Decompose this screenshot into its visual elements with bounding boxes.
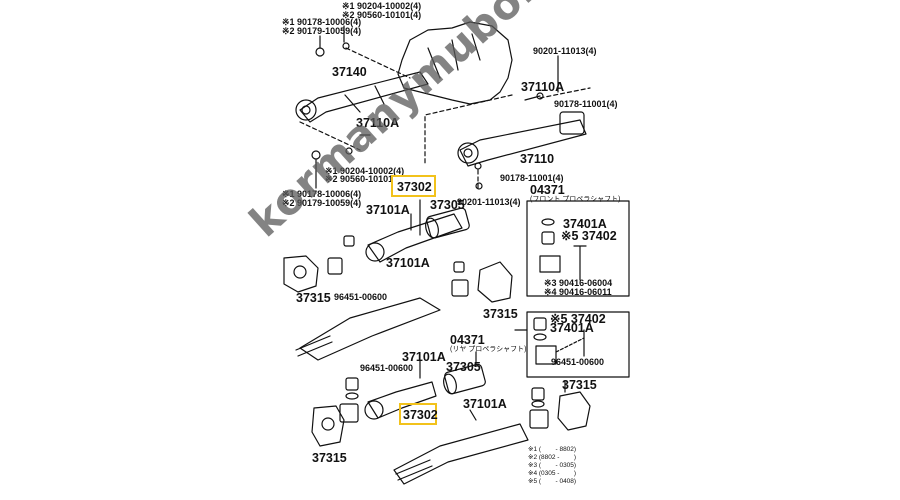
flange-37315-c bbox=[311, 405, 345, 447]
label-90416-06011: ※4 90416-06011 bbox=[544, 287, 612, 297]
label-90179-10059-mid: ※2 90179-10059(4) bbox=[282, 198, 362, 208]
label-37315-c: 37315 bbox=[562, 378, 597, 392]
label-37315-a: 37315 bbox=[296, 291, 331, 305]
label-90204-10002-top: ※1 90204-10002(4) bbox=[342, 1, 422, 11]
label-90178-10006-top: ※1 90178-10006(4) bbox=[282, 17, 362, 27]
label-90204-10002-mid: ※1 90204-10002(4) bbox=[325, 166, 405, 176]
label-37315-d: 37315 bbox=[312, 451, 347, 465]
label-37101A-b: 37101A bbox=[386, 256, 430, 270]
label-37110A-right: 37110A bbox=[521, 80, 565, 94]
label-37101A-d: 37101A bbox=[463, 397, 507, 411]
legend-row: ※4 (0305 - ) bbox=[528, 470, 577, 477]
label-90201-11013-mid: 90201-11013(4) bbox=[457, 197, 521, 207]
label-96451-00600-rear-box: 96451-00600 bbox=[551, 357, 605, 367]
label-37401A-rear: 37401A bbox=[550, 321, 594, 335]
label-37140: 37140 bbox=[332, 65, 367, 79]
flange-37315-d bbox=[557, 391, 591, 431]
highlight-37302-bottom bbox=[399, 403, 437, 425]
transfer-case-outline bbox=[397, 21, 513, 105]
rear-shaft-detail-box bbox=[526, 311, 630, 378]
legend-row: ※5 ( - 0408) bbox=[528, 478, 577, 485]
label-04371-rear: 04371 bbox=[450, 333, 485, 347]
label-37305-bottom: 37305 bbox=[446, 360, 481, 374]
shaft-37140 bbox=[299, 71, 429, 123]
label-37305-top: 37305 bbox=[430, 198, 465, 212]
legend-row: ※3 ( - 0305) bbox=[528, 462, 577, 469]
label-37315-b: 37315 bbox=[483, 307, 518, 321]
label-37110: 37110 bbox=[520, 152, 555, 166]
label-90178-10006-mid: ※1 90178-10006(4) bbox=[282, 189, 362, 199]
label-90201-11013-top: 90201-11013(4) bbox=[533, 46, 597, 56]
label-90560-10101-mid: ※2 90560-10101 bbox=[325, 174, 394, 184]
label-37101A-c: 37101A bbox=[402, 350, 446, 364]
rear-shaft bbox=[299, 297, 441, 361]
legend-row: ※1 ( - 8802) bbox=[528, 446, 577, 453]
legend-row: ※2 (8802 - ) bbox=[528, 454, 577, 461]
label-04371-front: 04371 bbox=[530, 183, 565, 197]
rear-shaft-bottom bbox=[393, 423, 529, 485]
label-37402-rear: ※5 37402 bbox=[550, 312, 606, 326]
label-90416-06004: ※3 90416-06004 bbox=[544, 278, 613, 288]
slip-yoke-37302-top bbox=[367, 213, 463, 263]
shaft-37110 bbox=[459, 119, 587, 167]
label-96451-00600-b: 96451-00600 bbox=[360, 363, 414, 373]
label-37401A-front: 37401A bbox=[563, 217, 607, 231]
label-37402-front: ※5 37402 bbox=[561, 229, 617, 243]
label-37110A-mid: 37110A bbox=[356, 116, 400, 130]
label-90179-10059-top: ※2 90179-10059(4) bbox=[282, 26, 362, 36]
label-96451-00600-a: 96451-00600 bbox=[334, 292, 388, 302]
label-04371-rear-sub: (リヤ プロペラシャフト) bbox=[450, 346, 527, 353]
highlight-37302-top bbox=[391, 175, 436, 197]
label-37101A-a: 37101A bbox=[366, 203, 410, 217]
label-90560-10101-top: ※2 90560-10101(4) bbox=[342, 10, 422, 20]
label-04371-front-sub: (フロント プロペラシャフト) bbox=[530, 196, 621, 203]
date-range-legend: ※1 ( - 8802) ※2 (8802 - ) ※3 ( - 0305) ※… bbox=[528, 446, 576, 486]
label-90178-11001-mid: 90178-11001(4) bbox=[500, 173, 564, 183]
label-37302-top[interactable]: 37302 bbox=[397, 180, 432, 194]
label-90178-11001-top: 90178-11001(4) bbox=[554, 99, 618, 109]
front-shaft-detail-box bbox=[526, 200, 630, 297]
flange-37315-b bbox=[477, 261, 513, 303]
flange-37315-a bbox=[283, 255, 319, 293]
label-37302-bottom[interactable]: 37302 bbox=[403, 408, 438, 422]
